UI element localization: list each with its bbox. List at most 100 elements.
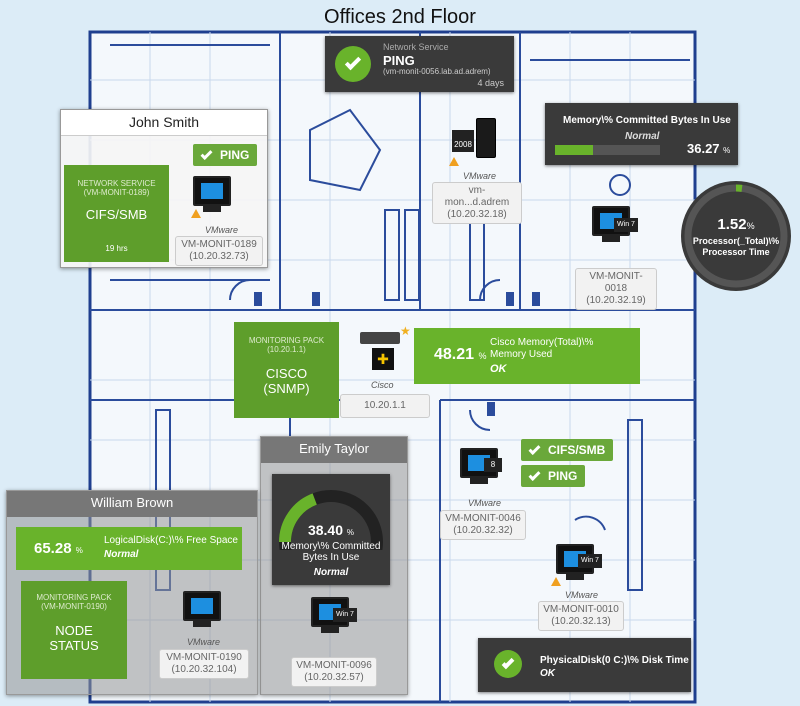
- device-name: VM-MONIT-0046: [445, 513, 521, 524]
- warning-icon: [551, 577, 561, 586]
- check-circle-icon: [335, 46, 371, 82]
- check-circle-icon: [494, 650, 522, 678]
- network-service-duration: 4 days: [477, 78, 504, 88]
- device-ip: (10.20.32.73): [189, 251, 249, 262]
- vmware-label: VMware: [565, 590, 599, 600]
- gauge-status: Normal: [313, 567, 349, 578]
- memory-committed-tile[interactable]: Memory\% Committed Bytes In Use Normal 3…: [545, 103, 738, 165]
- cisco-label: Cisco: [371, 380, 394, 390]
- cisco-memory-label: Cisco Memory(Total)\% Memory Used: [490, 337, 594, 360]
- cifs-smb-badge-label: CIFS/SMB: [548, 443, 606, 457]
- server-badge: 2008: [452, 130, 474, 152]
- pack-name-2: STATUS: [49, 638, 99, 653]
- device-ip: (10.20.32.18): [447, 209, 507, 220]
- disk-label: LogicalDisk(C:)\% Free Space: [104, 535, 238, 546]
- processor-gauge-ring: [681, 181, 791, 291]
- ping-badge[interactable]: PING: [193, 144, 258, 166]
- device-ip: (10.20.32.32): [453, 525, 513, 536]
- pack-name: CISCO: [265, 366, 308, 381]
- vmware-label: VMware: [205, 225, 239, 235]
- device-ip: (10.20.32.104): [171, 664, 237, 675]
- node-status-pack-tile[interactable]: MONITORING PACK (VM-MONIT-0190) NODE STA…: [21, 581, 127, 679]
- device-ip: (10.20.32.19): [586, 295, 646, 306]
- john-smith-title: John Smith: [61, 110, 267, 136]
- pack-proto: (SNMP): [263, 381, 310, 396]
- ping-badge[interactable]: PING: [521, 465, 586, 487]
- star-icon: ★: [400, 324, 411, 338]
- check-icon: [528, 442, 541, 455]
- network-service-ping-tile[interactable]: Network Service PING (vm-monit-0056.lab.…: [325, 36, 514, 92]
- service-host: (VM-MONIT-0189): [83, 188, 150, 197]
- device-name: VM-MONIT-0010: [543, 604, 619, 615]
- device-name-box[interactable]: VM-MONIT-0010 (10.20.32.13): [538, 601, 624, 631]
- gauge-value: 38.40 %: [307, 522, 355, 538]
- server-2008-icon[interactable]: 2008: [450, 118, 500, 162]
- check-icon: [528, 468, 541, 481]
- emily-taylor-panel[interactable]: Emily Taylor 38.40 % Memory\% Committed …: [260, 436, 408, 695]
- gauge-label: Memory\% Committed Bytes In Use: [281, 541, 381, 563]
- processor-gauge[interactable]: 1.52% Processor(_Total)\% Processor Time: [680, 180, 792, 292]
- memory-label: Memory\% Committed Bytes In Use: [563, 115, 731, 126]
- logical-disk-tile[interactable]: 65.28 % LogicalDisk(C:)\% Free Space Nor…: [16, 527, 242, 570]
- vmware-label: VMware: [468, 498, 502, 508]
- device-name-box[interactable]: vm-mon...d.adrem (10.20.32.18): [432, 182, 522, 224]
- device-name-box[interactable]: VM-MONIT-0190 (10.20.32.104): [159, 649, 249, 679]
- processor-value: 1.52%: [717, 216, 755, 233]
- physical-disk-tile[interactable]: PhysicalDisk(0 C:)\% Disk Time OK: [478, 638, 691, 692]
- pack-host: (VM-MONIT-0190): [41, 602, 107, 611]
- page-title: Offices 2nd Floor: [324, 6, 476, 28]
- pack-ip: (10.20.1.1): [267, 345, 306, 354]
- warning-icon: [191, 209, 201, 218]
- john-smith-panel[interactable]: John Smith NETWORK SERVICE (VM-MONIT-018…: [60, 109, 268, 268]
- device-name-box[interactable]: VM-MONIT-0018 (10.20.32.19): [575, 268, 657, 310]
- cisco-memory-tile[interactable]: 48.21 % Cisco Memory(Total)\% Memory Use…: [414, 328, 640, 384]
- memory-gauge: [279, 490, 383, 550]
- cifs-smb-badge[interactable]: CIFS/SMB: [521, 439, 614, 461]
- william-brown-title: William Brown: [7, 491, 257, 517]
- cisco-memory-value: 48.21 %: [434, 346, 487, 363]
- memory-gauge-tile[interactable]: 38.40 % Memory\% Committed Bytes In Use …: [272, 474, 390, 585]
- cisco-monitoring-pack-tile[interactable]: MONITORING PACK (10.20.1.1) CISCO (SNMP): [234, 322, 339, 418]
- pack-header: MONITORING PACK: [248, 336, 325, 345]
- william-brown-panel[interactable]: William Brown 65.28 % LogicalDisk(C:)\% …: [6, 490, 258, 695]
- disk-time-label: PhysicalDisk(0 C:)\% Disk Time: [540, 655, 689, 666]
- win7-badge: Win 7: [614, 218, 638, 232]
- service-name: CIFS/SMB: [85, 207, 148, 222]
- device-name: VM-MONIT-0096: [296, 660, 372, 671]
- check-icon: [200, 147, 213, 160]
- vmware-label: VMware: [187, 637, 221, 647]
- cisco-router-icon[interactable]: ✚: [358, 330, 406, 374]
- device-name-box[interactable]: 10.20.1.1: [340, 394, 430, 418]
- network-service-header: Network Service: [383, 42, 449, 52]
- network-service-name: PING: [383, 53, 415, 68]
- emily-taylor-title: Emily Taylor: [261, 437, 407, 463]
- memory-progress-bar: [555, 145, 660, 155]
- cisco-memory-status: OK: [490, 363, 507, 375]
- disk-value: 65.28 %: [34, 540, 83, 557]
- win7-badge: Win 7: [333, 608, 357, 622]
- disk-status: Normal: [104, 549, 139, 560]
- device-name-box[interactable]: VM-MONIT-0046 (10.20.32.32): [440, 510, 526, 540]
- ping-badge-label: PING: [220, 148, 250, 162]
- ping-badge-label: PING: [548, 469, 578, 483]
- vmware-label: VMware: [463, 171, 497, 181]
- memory-status: Normal: [625, 131, 660, 142]
- warning-icon: [449, 157, 459, 166]
- windows-monitor-icon[interactable]: [183, 591, 227, 631]
- memory-value: 36.27 %: [687, 141, 731, 156]
- pack-header: MONITORING PACK: [36, 593, 112, 602]
- device-name: VM-MONIT-0189: [181, 239, 257, 250]
- device-ip: 10.20.1.1: [364, 400, 406, 411]
- device-name: VM-MONIT-0018: [589, 271, 643, 294]
- device-name: vm-mon...d.adrem: [444, 185, 510, 208]
- device-name-box[interactable]: VM-MONIT-0096 (10.20.32.57): [291, 657, 377, 687]
- win8-badge: 8: [484, 458, 502, 472]
- device-name-box[interactable]: VM-MONIT-0189 (10.20.32.73): [175, 236, 263, 266]
- win7-badge: Win 7: [578, 554, 602, 568]
- windows-monitor-icon[interactable]: [193, 176, 237, 216]
- service-header: NETWORK SERVICE: [77, 179, 156, 188]
- device-name: VM-MONIT-0190: [166, 652, 242, 663]
- processor-label: Processor(_Total)\% Processor Time: [692, 236, 780, 257]
- pack-name: NODE: [55, 623, 93, 638]
- cifs-smb-service-tile[interactable]: NETWORK SERVICE (VM-MONIT-0189) CIFS/SMB…: [64, 165, 169, 262]
